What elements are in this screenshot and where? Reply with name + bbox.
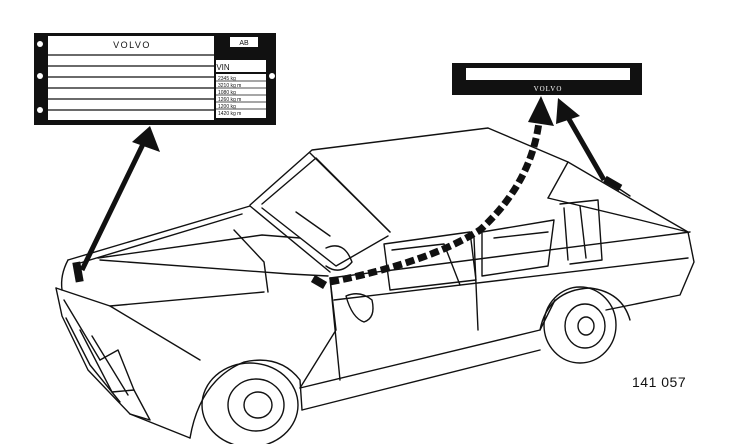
type-plate-tag: AB <box>239 40 249 47</box>
type-plate-vin-marker: VIN <box>216 63 230 72</box>
rear-plate-location <box>603 175 623 191</box>
rivet-hole <box>37 107 43 113</box>
rivet-hole <box>37 41 43 47</box>
type-plate-row: 1200 kg <box>218 104 236 110</box>
type-plate-brand: VOLVO <box>113 40 151 50</box>
type-plate-row: 1420 kg m <box>218 111 241 117</box>
type-plate-row: 3210 kg m <box>218 83 241 89</box>
type-plate-row: 1260 kg m <box>218 97 241 103</box>
type-plate: VOLVO AB VIN 2345 kg 3210 kg m 1080 kg 1… <box>34 33 276 125</box>
windshield-plate-brand: VOLVO <box>534 85 563 93</box>
rivet-hole <box>37 73 43 79</box>
figure-number: 141 057 <box>632 374 687 390</box>
car-outline <box>55 127 695 444</box>
arrow-to-type-plate <box>79 126 160 272</box>
windshield-plate: VOLVO <box>452 63 642 95</box>
rivet-hole <box>269 73 275 79</box>
arrow-to-windshield-plate <box>329 96 554 286</box>
arrow-rear-to-windshield-plate <box>556 98 607 182</box>
door-label-location <box>310 275 328 289</box>
type-plate-row: 1080 kg <box>218 90 236 96</box>
type-plate-row: 2345 kg <box>218 76 236 82</box>
